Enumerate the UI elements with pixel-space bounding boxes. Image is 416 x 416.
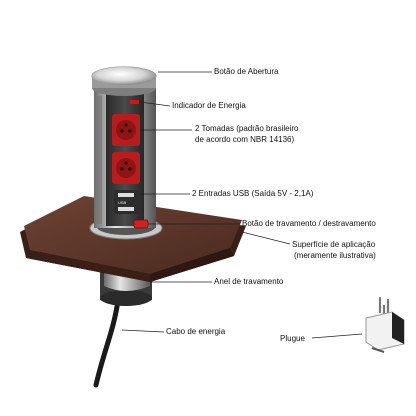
opening-button <box>91 66 157 96</box>
label-power-indicator: Indicador de Energia <box>172 101 246 110</box>
label-usb-ports: 2 Entradas USB (Saída 5V - 2,1A) <box>192 189 314 198</box>
label-sockets-line2: de acordo com NBR 14136) <box>195 135 295 144</box>
socket-1 <box>112 114 140 146</box>
power-indicator <box>130 100 139 104</box>
label-lock-button: Botão de travamento / destravamento <box>242 219 376 228</box>
usb-text: USB <box>118 200 127 205</box>
label-sockets-line1: 2 Tomadas (padrão brasileiro <box>195 124 299 133</box>
usb-ports: USB <box>114 190 140 214</box>
label-power-cable: Cabo de energia <box>166 327 226 336</box>
label-surface-line1: Superfície de aplicação <box>292 240 376 249</box>
plug-illustration <box>365 296 405 353</box>
label-opening-button: Botão de Abertura <box>214 67 279 76</box>
socket-2 <box>112 152 140 184</box>
label-lock-ring: Anel de travamento <box>214 277 284 286</box>
label-plug: Plugue <box>280 334 305 343</box>
leader-lines <box>121 71 363 339</box>
label-surface-line2: (meramente ilustrativa) <box>294 251 376 260</box>
power-cable <box>93 297 121 388</box>
lock-button <box>133 219 149 229</box>
